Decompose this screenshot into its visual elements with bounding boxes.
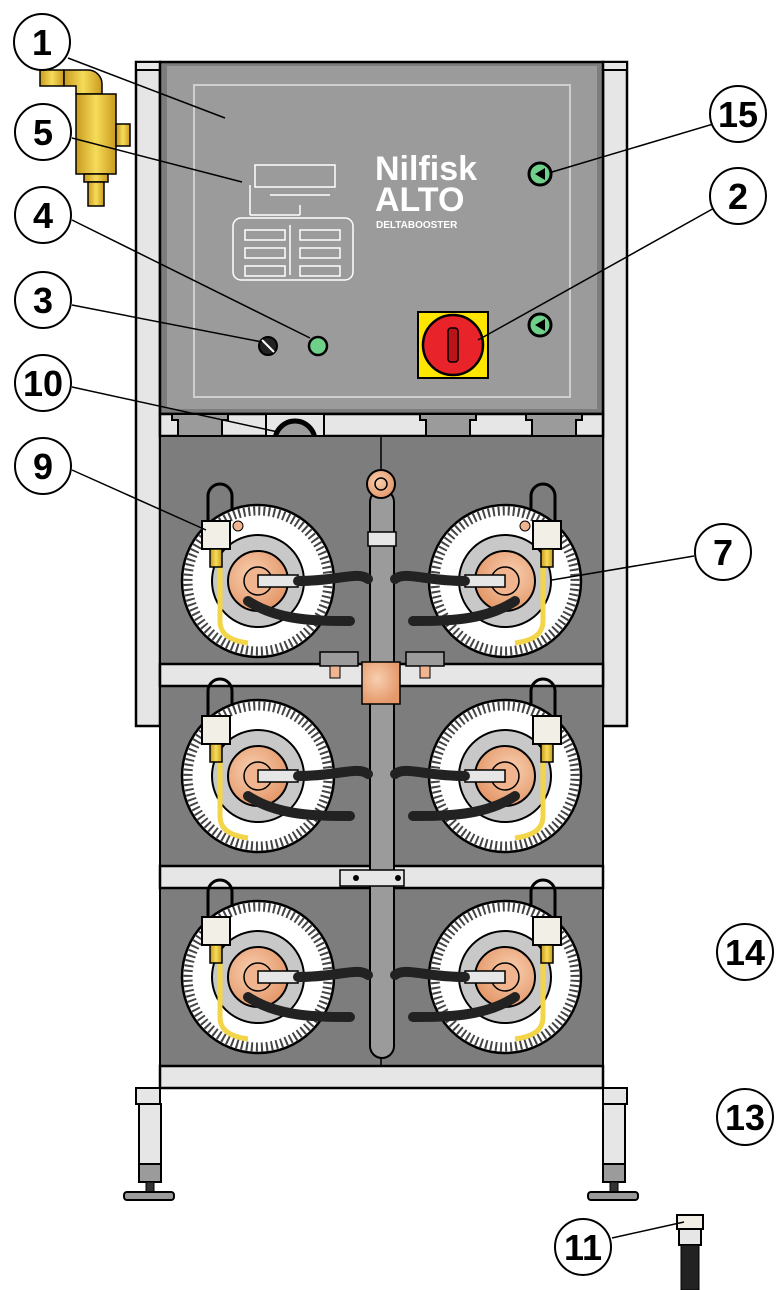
brand-product: DELTABOOSTER — [376, 220, 458, 231]
svg-text:4: 4 — [33, 195, 53, 236]
brand-name: Nilfisk — [375, 150, 477, 188]
leader-lines — [67, 57, 726, 1239]
heater-unit — [180, 878, 373, 1055]
brand-model: ALTO — [375, 181, 464, 219]
heater-unit — [390, 878, 583, 1055]
callout-14: 14 — [716, 923, 774, 981]
svg-text:10: 10 — [23, 363, 63, 404]
svg-text:13: 13 — [725, 1097, 765, 1138]
callout-4: 4 — [14, 186, 72, 244]
callout-9: 9 — [14, 437, 72, 495]
control-cabinet: Nilfisk ALTO DELTABOOSTER — [158, 60, 605, 416]
svg-text:5: 5 — [33, 112, 53, 153]
svg-text:2: 2 — [728, 176, 748, 217]
svg-text:9: 9 — [33, 446, 53, 487]
svg-text:15: 15 — [718, 94, 758, 135]
heater-unit — [180, 482, 373, 659]
svg-text:11: 11 — [564, 1227, 602, 1268]
indicator-lamp-icon[interactable] — [307, 335, 329, 357]
svg-text:3: 3 — [33, 280, 53, 321]
callout-13: 13 — [716, 1088, 774, 1146]
svg-text:7: 7 — [713, 532, 733, 573]
manifold-pipe — [319, 469, 445, 1059]
wiring-schematic — [232, 164, 354, 281]
indicator-lamp-icon[interactable] — [527, 312, 553, 338]
callout-10: 10 — [14, 354, 72, 412]
svg-text:14: 14 — [725, 932, 765, 973]
indicator-lamp-icon[interactable] — [527, 161, 553, 187]
fuse-knob-icon[interactable] — [258, 336, 278, 356]
callout-11: 11 — [554, 1218, 612, 1276]
callout-7: 7 — [694, 523, 752, 581]
heater-unit — [180, 677, 373, 854]
svg-text:1: 1 — [32, 22, 52, 63]
heater-unit — [390, 677, 583, 854]
callout-5: 5 — [14, 103, 72, 161]
safety-valve-icon — [39, 69, 131, 207]
callout-3: 3 — [14, 271, 72, 329]
callout-1: 1 — [13, 13, 71, 71]
hose-icon — [676, 1214, 704, 1290]
callout-15: 15 — [709, 85, 767, 143]
adjustable-feet — [123, 1087, 639, 1201]
heater-unit — [390, 482, 583, 659]
callout-2: 2 — [709, 167, 767, 225]
rotary-switch-icon[interactable] — [417, 311, 489, 379]
